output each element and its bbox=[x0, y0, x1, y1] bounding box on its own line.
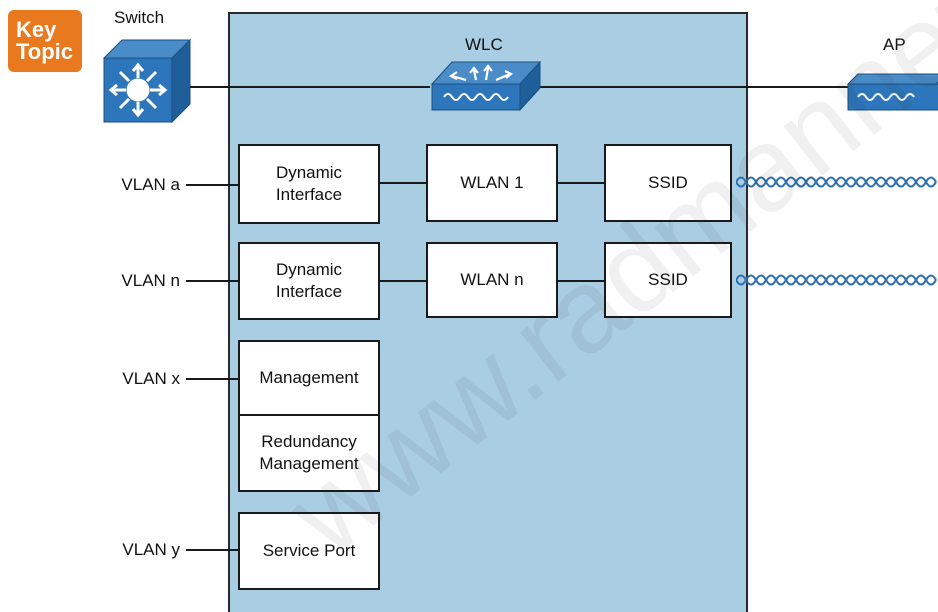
wlan-n-box: WLAN n bbox=[426, 242, 558, 318]
wireless-signal-1 bbox=[736, 176, 937, 188]
service-port-label: Service Port bbox=[262, 541, 356, 560]
vlan-y-link bbox=[186, 549, 238, 551]
wlan1-ssid-link bbox=[558, 182, 604, 184]
ssid-box-2: SSID bbox=[604, 242, 732, 318]
redundancy-management-box: Redundancy Management bbox=[238, 414, 380, 492]
vlan-n-label: VLAN n bbox=[121, 271, 180, 290]
vlan-y-label: VLAN y bbox=[122, 540, 180, 559]
ssid-2-label: SSID bbox=[648, 270, 688, 289]
ssid-box-1: SSID bbox=[604, 144, 732, 222]
wlc-icon bbox=[430, 60, 542, 112]
wlan-1-box: WLAN 1 bbox=[426, 144, 558, 222]
dynamic-interface-n-label: Dynamic Interface bbox=[275, 260, 343, 301]
wlc-ap-link bbox=[540, 86, 852, 88]
dynamic-interface-a-label: Dynamic Interface bbox=[275, 163, 343, 204]
wireless-signal-2 bbox=[736, 274, 937, 286]
switch-label: Switch bbox=[114, 8, 165, 27]
wlan-n-label: WLAN n bbox=[460, 270, 524, 289]
switch-wlc-link bbox=[190, 86, 430, 88]
wlan-1-label: WLAN 1 bbox=[460, 173, 524, 192]
vlan-a-link bbox=[186, 184, 238, 186]
vlan-x-label: VLAN x bbox=[122, 369, 180, 388]
ap-label: AP bbox=[883, 35, 906, 54]
vlan-x-link bbox=[186, 378, 238, 380]
dyn-a-wlan1-link bbox=[380, 182, 426, 184]
dynamic-interface-a: Dynamic Interface bbox=[238, 144, 380, 224]
management-box: Management bbox=[238, 340, 380, 416]
key-topic-line2: Topic bbox=[16, 39, 74, 64]
dynamic-interface-n: Dynamic Interface bbox=[238, 242, 380, 320]
access-point-icon bbox=[846, 73, 938, 111]
dyn-n-wlann-link bbox=[380, 280, 426, 282]
switch-icon bbox=[102, 38, 192, 124]
wlann-ssid-link bbox=[558, 280, 604, 282]
vlan-n-link bbox=[186, 280, 238, 282]
key-topic-line1: Key bbox=[16, 17, 57, 42]
wlc-label: WLC bbox=[465, 35, 503, 54]
management-label: Management bbox=[259, 368, 359, 387]
key-topic-badge: Key Topic bbox=[8, 10, 82, 72]
ssid-1-label: SSID bbox=[648, 173, 688, 192]
redundancy-management-label: Redundancy Management bbox=[259, 432, 359, 473]
vlan-a-label: VLAN a bbox=[121, 175, 180, 194]
service-port-box: Service Port bbox=[238, 512, 380, 590]
